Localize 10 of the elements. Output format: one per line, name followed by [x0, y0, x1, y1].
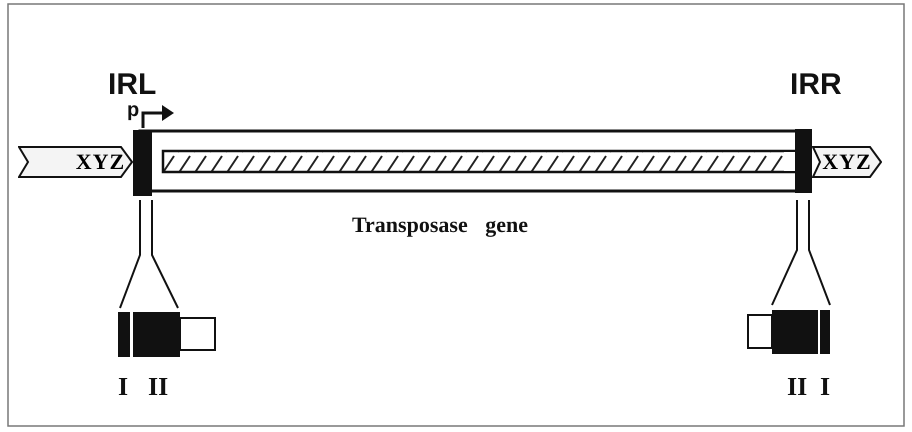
repeat-label: II [787, 374, 808, 400]
region-label: IRR [790, 70, 842, 100]
repeat-label: I [820, 374, 830, 400]
region-label: IRL [108, 70, 156, 100]
promoter-label: p [127, 100, 140, 120]
repeat-label: I [118, 374, 128, 400]
flanking-sequence-arrow: XYZ [812, 146, 882, 178]
repeat-label: II [148, 374, 168, 400]
gene-label: Transposase gene [352, 214, 528, 236]
flanking-sequence-arrow: XYZ [18, 146, 133, 178]
